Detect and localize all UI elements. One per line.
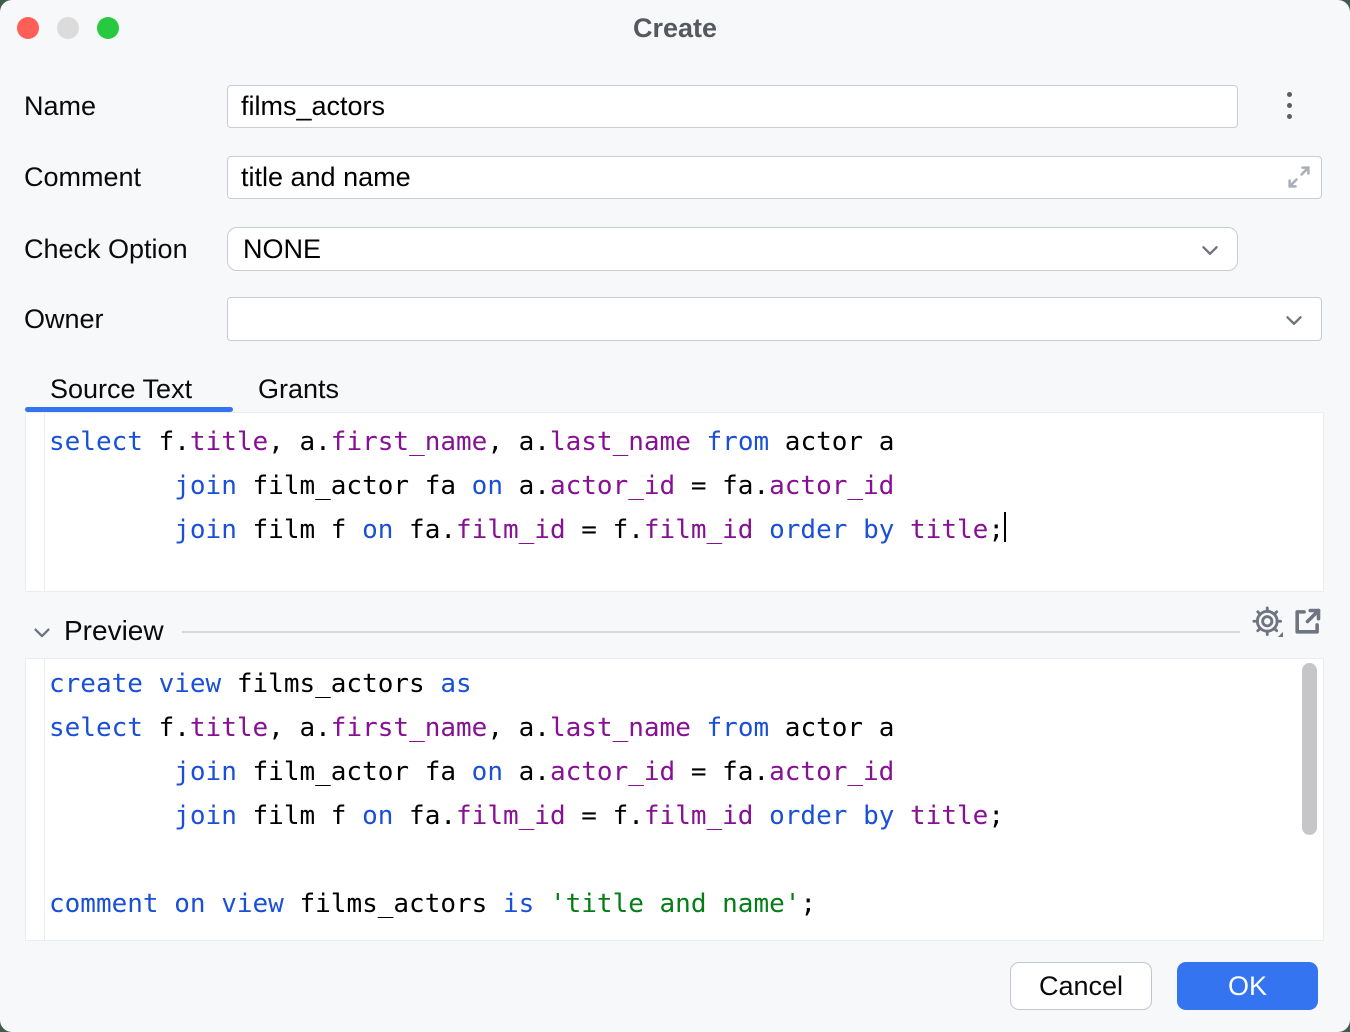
check-option-value: NONE [243, 233, 322, 264]
open-in-new-window-icon[interactable] [1291, 605, 1324, 643]
tab-source-text[interactable]: Source Text [50, 374, 193, 404]
cancel-button[interactable]: Cancel [1010, 962, 1152, 1010]
source-text-editor[interactable]: select f.title, a.first_name, a.last_nam… [25, 412, 1324, 592]
chevron-down-icon [1197, 237, 1223, 270]
traffic-lights [17, 17, 119, 39]
comment-field-wrap [227, 156, 1322, 199]
expand-editor-icon[interactable] [1284, 162, 1314, 197]
comment-label: Comment [24, 162, 142, 192]
preview-scrollbar-thumb[interactable] [1302, 663, 1317, 835]
close-button[interactable] [17, 17, 39, 39]
comment-input[interactable] [227, 156, 1322, 199]
owner-select[interactable] [227, 297, 1322, 341]
editor-gutter-divider [44, 659, 45, 940]
name-label: Name [24, 91, 97, 121]
preview-divider [182, 631, 1240, 633]
tab-grants[interactable]: Grants [258, 374, 340, 404]
window-title: Create [632, 13, 718, 43]
name-input[interactable] [227, 85, 1238, 128]
check-option-select[interactable]: NONE [227, 227, 1238, 271]
titlebar: Create [0, 0, 1350, 56]
check-option-label: Check Option [24, 233, 188, 264]
preview-section-title: Preview [64, 615, 164, 646]
ok-button[interactable]: OK [1177, 962, 1318, 1010]
zoom-button[interactable] [97, 17, 119, 39]
kebab-menu-icon[interactable] [1279, 92, 1299, 122]
owner-label: Owner [24, 303, 104, 334]
preview-collapse-chevron-icon[interactable] [28, 618, 56, 651]
chevron-down-icon [1281, 307, 1307, 340]
active-tab-underline [25, 407, 233, 412]
editor-gutter-divider [44, 413, 45, 591]
gear-icon[interactable] [1250, 604, 1286, 645]
minimize-button[interactable] [57, 17, 79, 39]
